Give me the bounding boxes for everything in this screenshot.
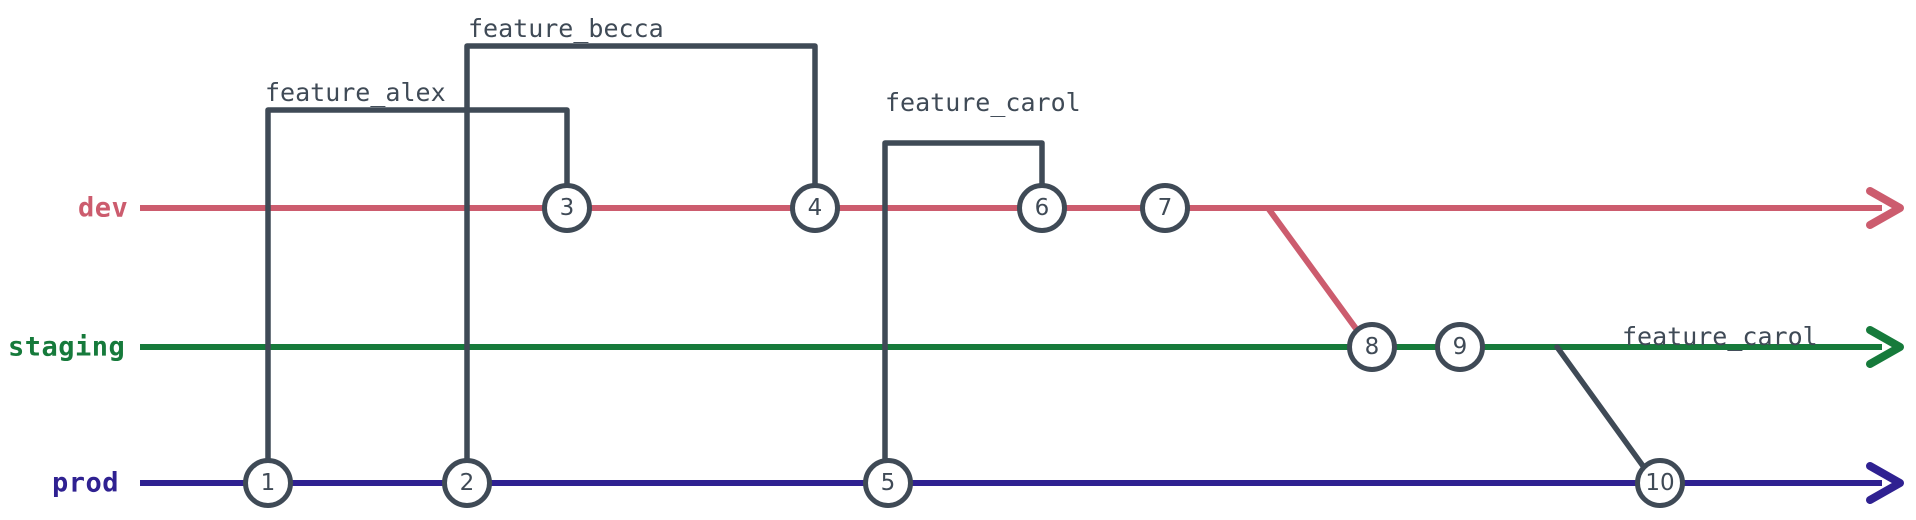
merge-dev-to-staging [1265, 205, 1360, 333]
path-feature-alex [265, 107, 570, 486]
path-feature-carol-dev [882, 140, 1045, 486]
lane-label-staging: staging [8, 331, 126, 363]
lane-label-dev: dev [78, 192, 129, 224]
branch-label-feature-alex: feature_alex [265, 78, 446, 107]
lane-arrowhead-dev [1866, 187, 1904, 229]
commit-node-3[interactable] [542, 183, 592, 233]
commit-node-5[interactable] [863, 458, 913, 508]
branch-label-feature-carol-dev: feature_carol [885, 88, 1081, 117]
branch-paths-group [265, 43, 1646, 486]
commit-node-10[interactable] [1635, 458, 1685, 508]
path-feature-becca [464, 43, 818, 486]
lane-arrowhead-prod [1866, 462, 1904, 504]
lane-lines-group [140, 187, 1904, 504]
path-merge-carol-to-prod [1554, 344, 1646, 469]
merge-paths-group [1265, 205, 1360, 333]
commit-node-4[interactable] [790, 183, 840, 233]
lane-label-prod: prod [52, 467, 120, 499]
branch-label-feature-carol-prod: feature_carol [1622, 322, 1818, 351]
commit-node-1[interactable] [243, 458, 293, 508]
lane-arrowhead-staging [1866, 326, 1904, 368]
branch-label-feature-becca: feature_becca [468, 14, 664, 43]
commit-node-9[interactable] [1435, 322, 1485, 372]
commit-node-2[interactable] [442, 458, 492, 508]
commit-nodes-group [243, 183, 1685, 508]
commit-node-7[interactable] [1140, 183, 1190, 233]
commit-node-6[interactable] [1017, 183, 1067, 233]
commit-node-8[interactable] [1347, 322, 1397, 372]
